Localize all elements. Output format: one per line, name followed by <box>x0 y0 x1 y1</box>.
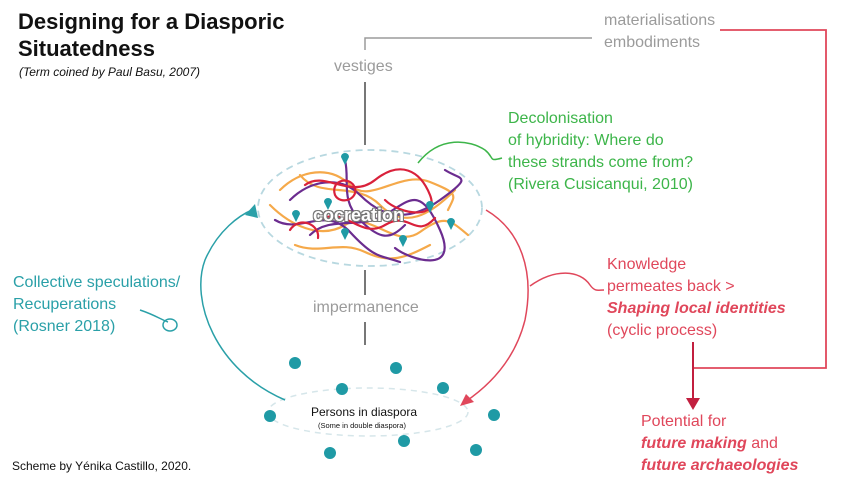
vestiges-connector-line <box>364 37 592 50</box>
persons-label: Persons in diaspora <box>311 405 418 419</box>
decolonisation-block: Decolonisation of hybridity: Where do th… <box>508 108 693 196</box>
pin-icon <box>399 235 407 247</box>
teal-pins <box>292 153 455 247</box>
strand-orange-2 <box>268 203 470 238</box>
persons-dots <box>264 357 500 459</box>
potential-line-1: Potential for <box>641 413 727 430</box>
potential-line-2: future making and <box>641 433 798 455</box>
pin-icon <box>447 218 455 230</box>
person-dot <box>398 435 410 447</box>
teal-leader-line <box>139 309 169 323</box>
knowledge-line-4: (cyclic process) <box>607 322 718 339</box>
pin-icon <box>341 153 349 165</box>
strand-crimson-3 <box>288 221 320 240</box>
tangled-strands <box>268 158 470 264</box>
collective-block: Collective speculations/ Recuperations (… <box>13 272 180 338</box>
materialisations-label: materialisations <box>604 12 716 29</box>
potential-line-3: future archaeologies <box>641 457 799 474</box>
strand-crimson-1 <box>303 168 433 214</box>
green-leader-line <box>417 141 503 164</box>
decolonisation-line-4: (Rivera Cusicanqui, 2010) <box>508 176 693 193</box>
knowledge-line-2: permeates back > <box>607 278 735 295</box>
strand-purple-1 <box>288 168 463 216</box>
knowledge-line-3: Shaping local identities <box>607 300 786 317</box>
potential-em-1: future making <box>641 435 747 452</box>
collective-line-1: Collective speculations/ <box>13 274 181 291</box>
impermanence-label: impermanence <box>313 299 419 316</box>
red-cycle-arc <box>464 209 529 403</box>
collective-line-2: Recuperations <box>13 296 117 313</box>
page-subtitle: (Term coined by Paul Basu, 2007) <box>19 65 200 79</box>
potential-block: Potential for future making and future a… <box>641 411 798 477</box>
person-dot <box>289 357 301 369</box>
person-dot <box>390 362 402 374</box>
knowledge-line-1: Knowledge <box>607 256 687 273</box>
pin-icon <box>426 201 434 213</box>
decolonisation-line-3: these strands come from? <box>508 154 693 171</box>
pin-icon <box>341 228 349 240</box>
strand-purple-3 <box>343 158 407 237</box>
decolonisation-line-2: of hybridity: Where do <box>508 132 664 149</box>
teal-arrowhead <box>245 204 258 218</box>
strand-orange-4 <box>293 243 432 260</box>
knowledge-block: Knowledge permeates back > Shaping local… <box>607 254 786 342</box>
cocreation-label: cocreation <box>313 205 405 225</box>
vestiges-label: vestiges <box>334 58 393 75</box>
page-title: Designing for a Diasporic Situatedness <box>18 9 285 61</box>
red-arc-arrowhead <box>460 394 474 406</box>
collective-line-3: (Rosner 2018) <box>13 318 116 335</box>
red-leader-line <box>529 272 605 292</box>
person-dot <box>324 447 336 459</box>
red-down-arrowhead <box>686 398 700 410</box>
pin-icon <box>324 198 332 210</box>
potential-and: and <box>746 435 778 452</box>
person-dot <box>470 444 482 456</box>
teal-cycle-arc <box>200 209 286 401</box>
person-dot <box>336 383 348 395</box>
strand-purple-2 <box>308 198 446 262</box>
embodiments-label: embodiments <box>604 34 701 51</box>
credit-text: Scheme by Yénika Castillo, 2020. <box>12 459 192 473</box>
persons-sublabel: (Some in double diaspora) <box>318 421 406 430</box>
person-dot <box>264 410 276 422</box>
teal-leader-loop <box>162 318 178 332</box>
strand-crimson-loop <box>333 179 357 202</box>
cocreation-ellipse <box>257 149 483 267</box>
strand-crimson-2 <box>318 215 437 230</box>
person-dot <box>437 382 449 394</box>
person-dot <box>488 409 500 421</box>
red-bracket-line <box>693 29 827 369</box>
pin-icon <box>292 210 300 222</box>
decolonisation-line-1: Decolonisation <box>508 110 613 127</box>
